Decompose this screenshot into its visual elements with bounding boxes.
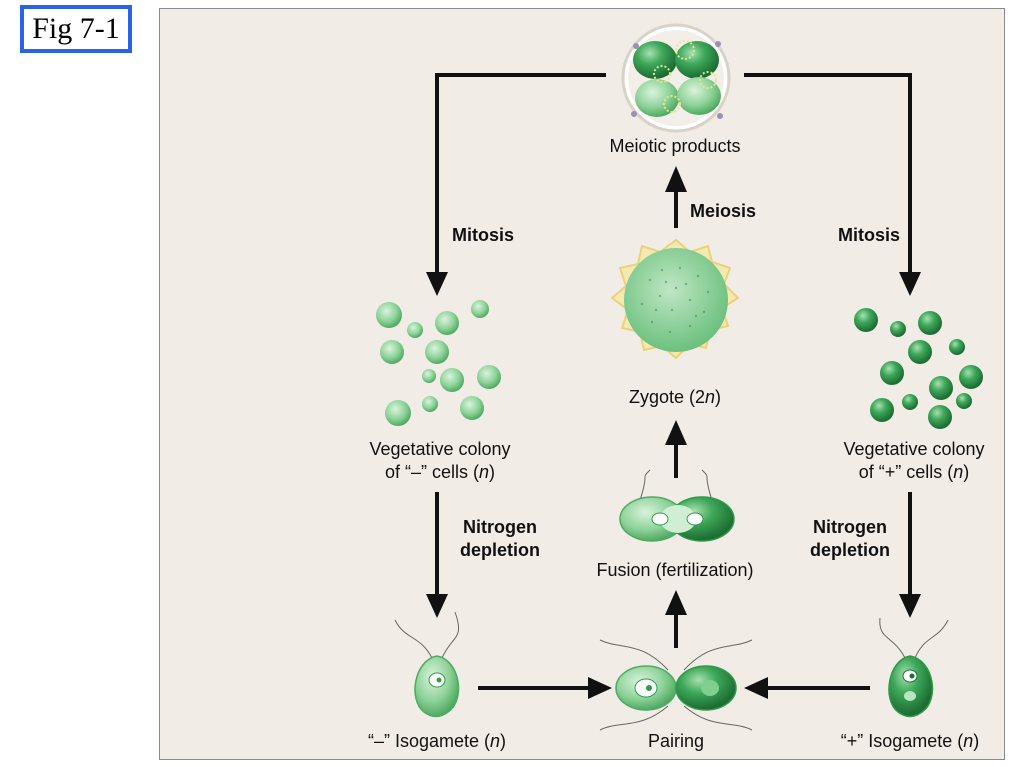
vegetative-colony-plus-illustration <box>854 308 983 429</box>
fusion-to-zygote-arrowhead <box>665 420 687 445</box>
mitosis-right-label: Mitosis <box>837 225 900 245</box>
mitosis-right-arrowhead <box>899 272 921 296</box>
vegetative-colony-minus-illustration <box>376 300 501 426</box>
meiosis-label: Meiosis <box>690 201 757 221</box>
nitrogen-left-label: Nitrogen depletion <box>460 517 540 560</box>
pairing-to-fusion-arrowhead <box>665 590 687 615</box>
nitrogen-right-arrowhead <box>899 594 921 618</box>
meiotic-products-illustration <box>621 23 731 133</box>
veg-minus-line2: of “–” cells (n) <box>384 462 496 482</box>
veg-plus-line1: Vegetative colony <box>843 439 985 459</box>
veg-plus-line2: of “+” cells (n) <box>858 462 970 482</box>
meiotic-products-label: Meiotic products <box>609 136 741 156</box>
iso-plus-label: “+” Isogamete (n) <box>840 731 980 751</box>
iso-minus-label: “–” Isogamete (n) <box>367 731 507 751</box>
mitosis-left-arrow <box>435 73 606 275</box>
diagram-panel <box>159 8 1005 760</box>
veg-plus-label: Vegetative colony of “+” cells (n) <box>814 438 1014 484</box>
mitosis-left-arrowhead <box>426 272 448 296</box>
nitrogen-left-arrowhead <box>426 594 448 618</box>
zygote-ploidy: n <box>705 387 716 407</box>
iso-minus-to-pairing-arrowhead <box>588 677 612 699</box>
mitosis-right-arrow <box>744 73 912 275</box>
iso-minus-illustration <box>394 611 460 718</box>
pairing-label: Pairing <box>647 731 705 751</box>
pairing-illustration <box>599 639 753 731</box>
zygote-illustration <box>610 238 740 360</box>
veg-minus-line1: Vegetative colony <box>369 439 511 459</box>
fusion-label: Fusion (fertilization) <box>596 560 754 580</box>
zygote-label: Zygote (2n) <box>575 386 775 409</box>
zygote-close: ) <box>715 387 722 407</box>
mitosis-left-label: Mitosis <box>452 225 515 245</box>
meiosis-arrowhead <box>665 166 687 192</box>
fusion-illustration <box>619 469 735 542</box>
veg-minus-label: Vegetative colony of “–” cells (n) <box>340 438 540 484</box>
zygote-text: Zygote (2 <box>628 387 706 407</box>
iso-plus-illustration <box>879 617 949 718</box>
nitrogen-right-label: Nitrogen depletion <box>810 517 890 560</box>
iso-plus-to-pairing-arrowhead <box>744 677 768 699</box>
figure-label: Fig 7-1 <box>20 5 132 53</box>
